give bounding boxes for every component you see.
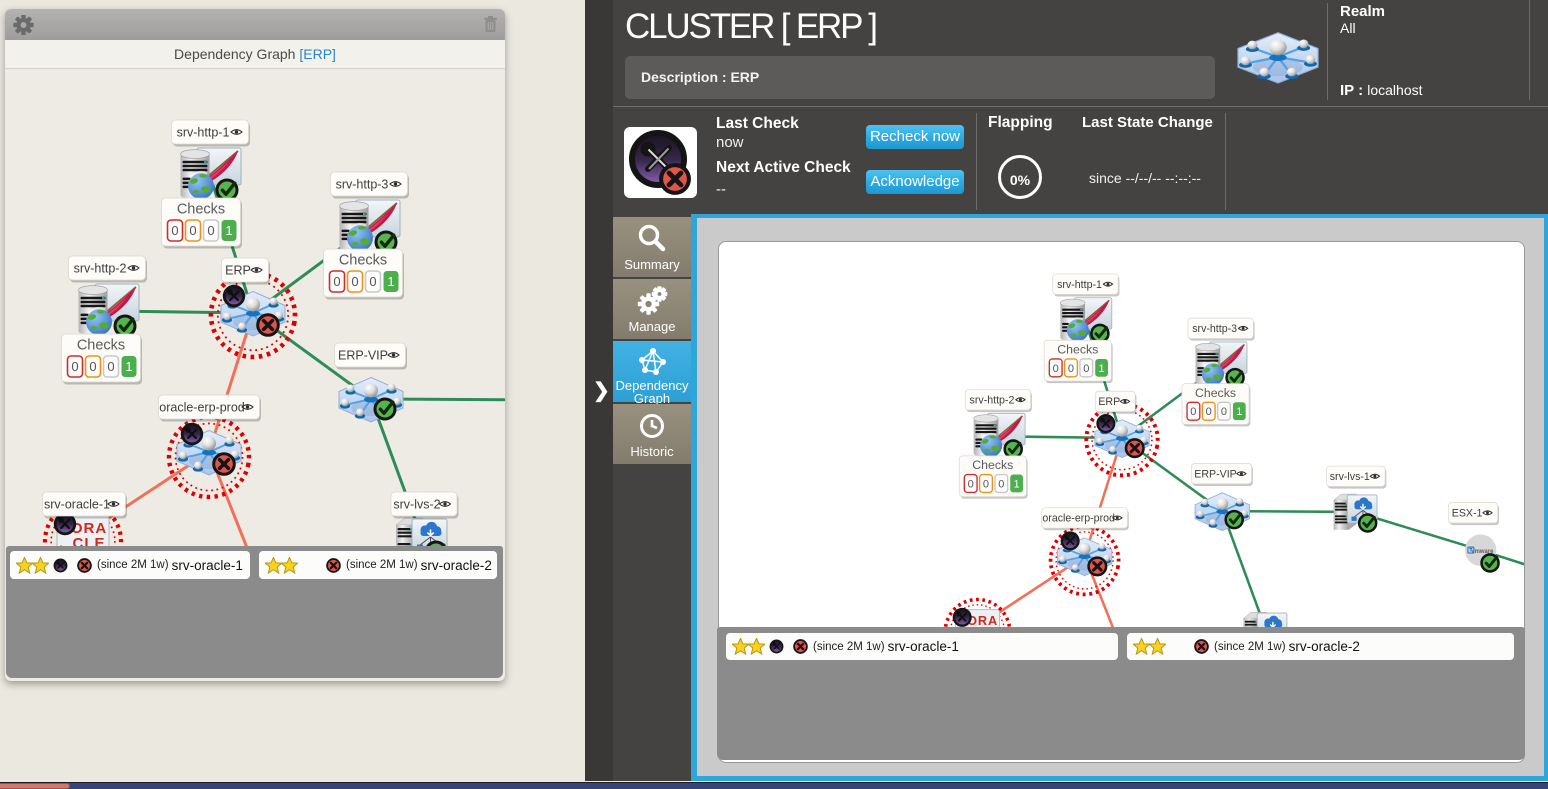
svg-text:CLUSTER [ ERP ]: CLUSTER [ ERP ] bbox=[625, 7, 878, 46]
